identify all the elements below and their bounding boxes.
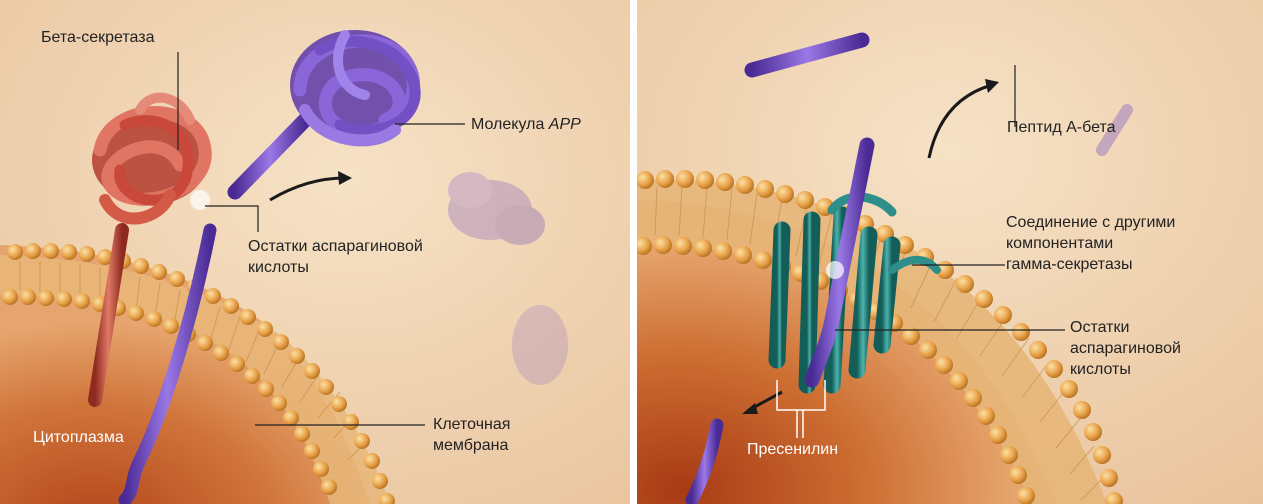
label-gamma-connection-line1: Соединение с другими xyxy=(1006,213,1175,232)
label-gamma-connection-line2: компонентами xyxy=(1006,234,1113,253)
label-presenilin: Пресенилин xyxy=(747,440,838,459)
panel-divider xyxy=(630,0,637,504)
label-app-molecule-italic: APP xyxy=(549,116,581,133)
label-app-molecule: Молекула APP xyxy=(471,115,581,134)
right-panel: Пептид А-бета Соединение с другими компо… xyxy=(637,0,1263,504)
cleavage-spark xyxy=(190,190,210,210)
label-aspartic-residues-right-line1: Остатки xyxy=(1070,318,1129,337)
label-aspartic-residues-left-line2: кислоты xyxy=(248,258,309,277)
label-abeta-peptide: Пептид А-бета xyxy=(1007,118,1116,137)
left-panel: Бета-секретаза Молекула APP Остатки аспа… xyxy=(0,0,630,504)
label-aspartic-residues-left-line1: Остатки аспарагиновой xyxy=(248,237,423,256)
cleavage-spark xyxy=(826,261,844,279)
label-beta-secretase: Бета-секретаза xyxy=(41,28,155,47)
label-cytoplasm: Цитоплазма xyxy=(33,428,124,447)
label-aspartic-residues-right-line3: кислоты xyxy=(1070,360,1131,379)
label-gamma-connection-line3: гамма-секретазы xyxy=(1006,255,1132,274)
blurred-protein xyxy=(512,305,568,385)
right-illustration xyxy=(637,0,1263,504)
label-cell-membrane-line1: Клеточная xyxy=(433,415,510,434)
label-cell-membrane-line2: мембрана xyxy=(433,436,508,455)
label-app-molecule-prefix: Молекула xyxy=(471,116,549,133)
label-aspartic-residues-right-line2: аспарагиновой xyxy=(1070,339,1181,358)
